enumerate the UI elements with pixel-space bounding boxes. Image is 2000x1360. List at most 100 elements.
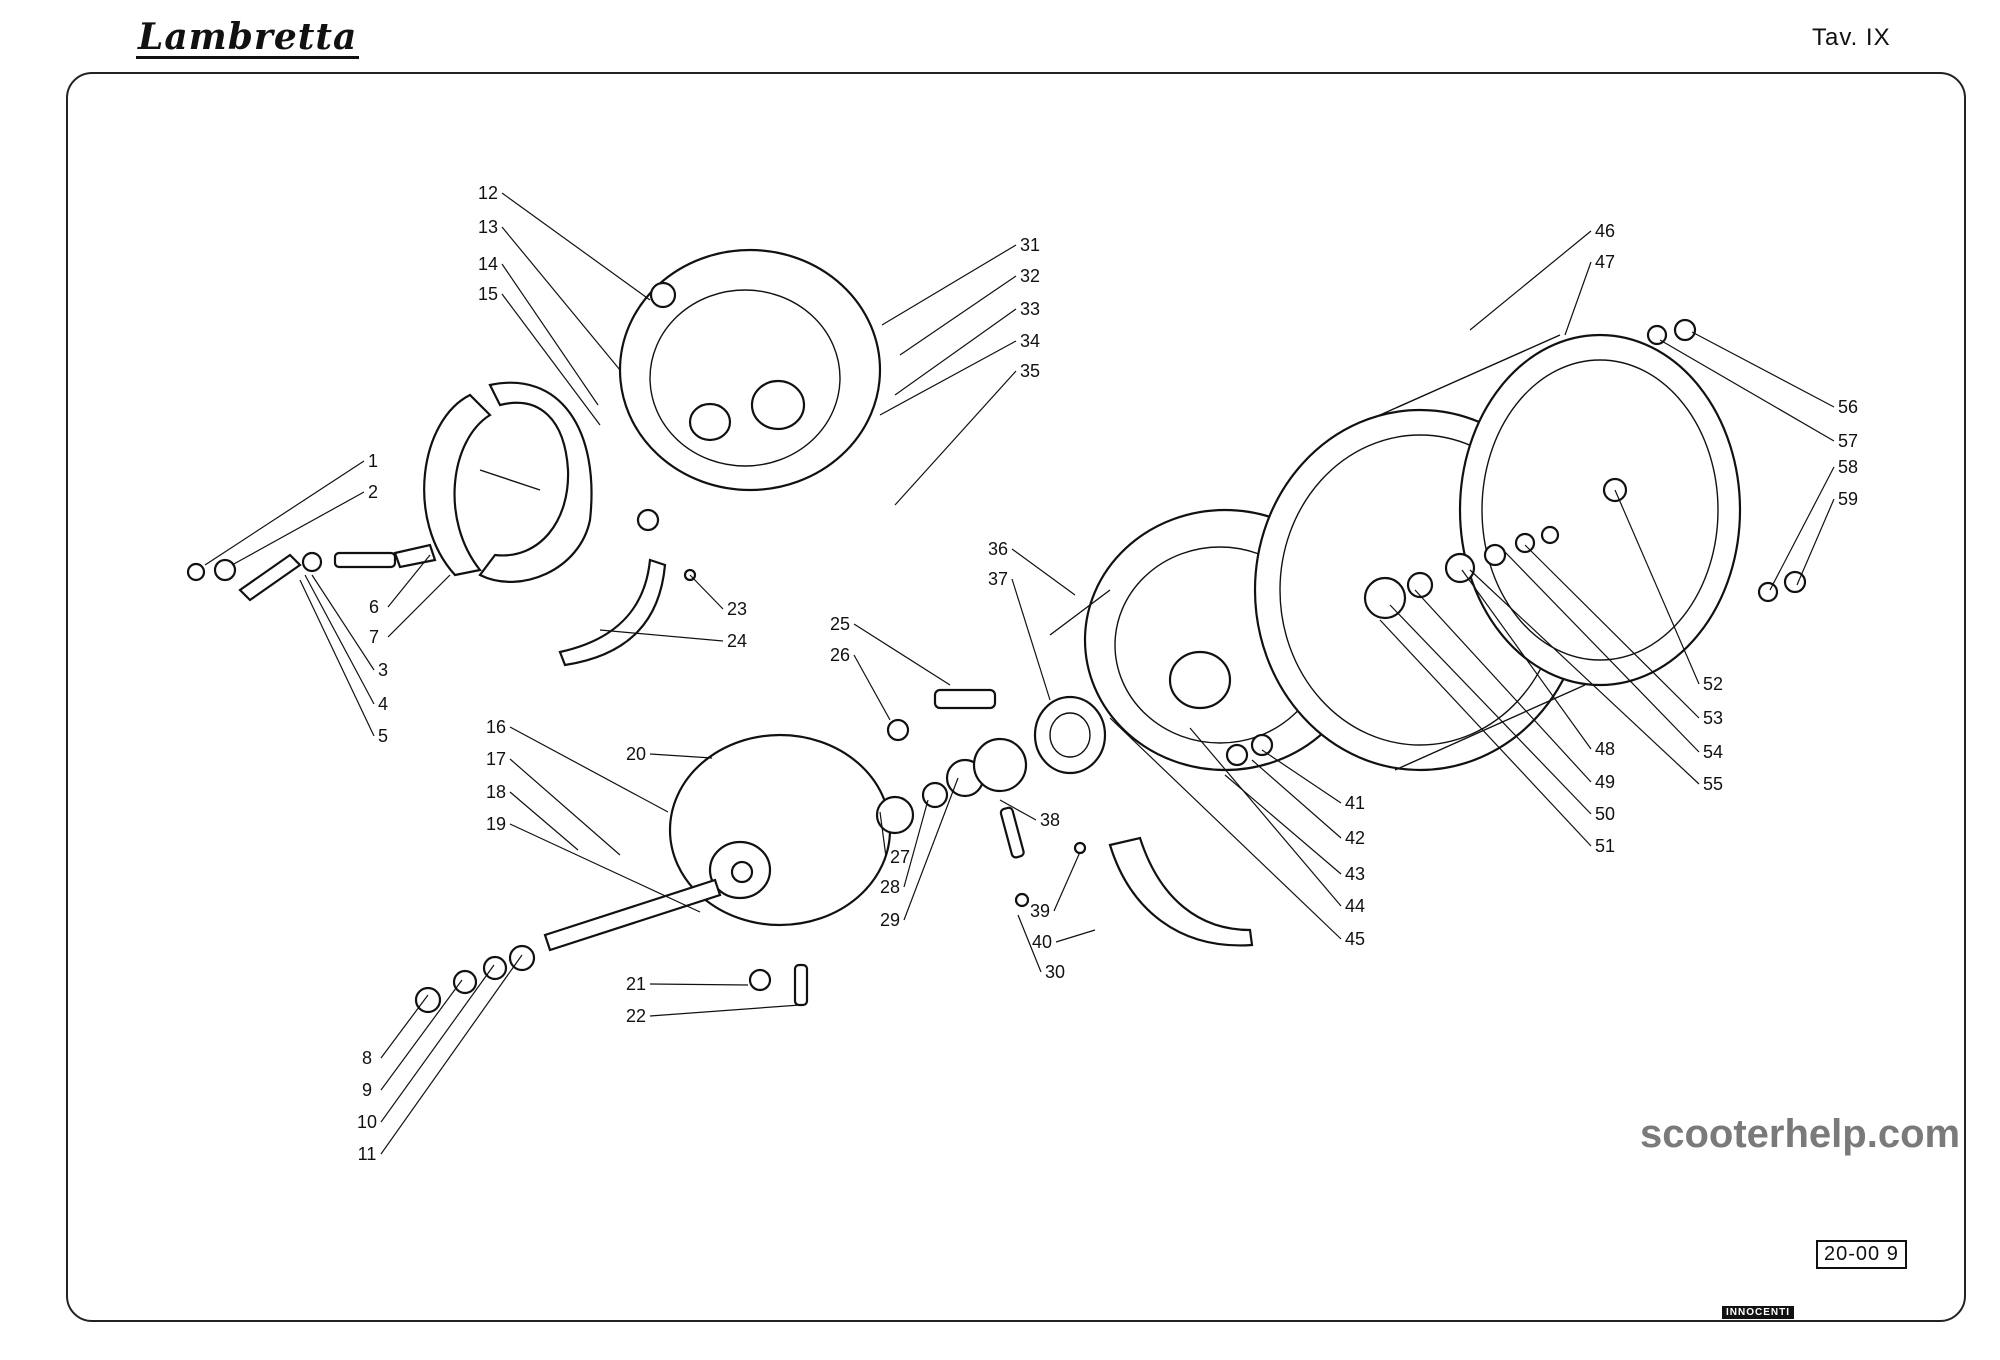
callout-number-8: 8 (362, 1048, 372, 1068)
leader-line-12 (501, 192, 651, 301)
callout-35: 35 (894, 361, 1040, 506)
leader-line-51 (1379, 619, 1592, 847)
leader-line-18 (509, 791, 579, 851)
leader-line-7 (387, 574, 451, 638)
callout-number-48: 48 (1595, 739, 1615, 759)
callout-5: 5 (299, 579, 388, 746)
leader-line-39 (1053, 851, 1081, 912)
callout-number-39: 39 (1030, 901, 1050, 921)
callout-55: 55 (1469, 569, 1723, 794)
callout-number-41: 41 (1345, 793, 1365, 813)
callout-number-11: 11 (358, 1144, 377, 1164)
callout-1: 1 (204, 451, 378, 566)
brake-shoes-left (423, 381, 593, 584)
leader-line-33 (894, 308, 1017, 396)
callout-3: 3 (311, 574, 388, 680)
callout-17: 17 (486, 749, 621, 856)
brand-logo: Lambretta (136, 16, 360, 59)
leader-line-10 (380, 964, 495, 1123)
manufacturer-tag: INNOCENTI (1722, 1306, 1794, 1319)
callout-42: 42 (1251, 759, 1365, 848)
leader-line-19 (509, 823, 701, 913)
callout-2: 2 (231, 482, 378, 566)
callout-number-38: 38 (1040, 810, 1060, 830)
leader-line-6 (387, 554, 431, 608)
callout-51: 51 (1379, 619, 1615, 856)
callout-number-26: 26 (830, 645, 850, 665)
callout-number-29: 29 (880, 910, 900, 930)
callout-number-45: 45 (1345, 929, 1365, 949)
callout-38: 38 (999, 799, 1060, 830)
callout-41: 41 (1261, 749, 1365, 813)
callout-7: 7 (369, 574, 451, 647)
callout-30: 30 (1017, 914, 1065, 982)
callout-27: 27 (879, 811, 910, 867)
callout-52: 52 (1614, 489, 1723, 694)
callout-number-2: 2 (368, 482, 378, 502)
leader-line-32 (899, 275, 1017, 356)
leader-line-27 (879, 811, 887, 858)
callout-number-35: 35 (1020, 361, 1040, 381)
callout-24: 24 (599, 629, 747, 651)
callout-39: 39 (1030, 851, 1081, 921)
callout-6: 6 (369, 554, 431, 617)
brake-bracket (558, 558, 667, 667)
callout-31: 31 (881, 235, 1040, 326)
leader-line-2 (231, 491, 365, 566)
callout-33: 33 (894, 299, 1040, 396)
callout-number-36: 36 (988, 539, 1008, 559)
wheel-bearings (1363, 477, 1628, 620)
leader-line-15 (501, 293, 601, 426)
callout-number-47: 47 (1595, 252, 1615, 272)
callout-number-37: 37 (988, 569, 1008, 589)
callout-50: 50 (1389, 604, 1615, 824)
callout-14: 14 (478, 254, 599, 406)
bearing-set (875, 688, 1028, 835)
callout-number-4: 4 (378, 694, 388, 714)
leader-line-22 (649, 1004, 801, 1017)
leader-line-28 (903, 799, 929, 888)
leader-line-4 (304, 574, 375, 705)
callout-number-21: 21 (626, 974, 646, 994)
callout-54: 54 (1504, 551, 1723, 762)
callout-28: 28 (880, 799, 929, 897)
callout-21: 21 (626, 974, 749, 994)
callout-number-15: 15 (478, 284, 498, 304)
callout-number-42: 42 (1345, 828, 1365, 848)
leader-line-1 (204, 460, 365, 566)
callout-number-40: 40 (1032, 932, 1052, 952)
leader-line-16 (509, 726, 669, 813)
callout-40: 40 (1032, 929, 1096, 952)
leader-line-56 (1691, 331, 1835, 408)
leader-line-14 (501, 263, 599, 406)
callout-number-46: 46 (1595, 221, 1615, 241)
callout-4: 4 (304, 574, 388, 714)
callout-29: 29 (880, 777, 959, 930)
callout-45: 45 (1109, 717, 1365, 949)
callout-number-18: 18 (486, 782, 506, 802)
callout-58: 58 (1769, 457, 1858, 591)
callout-number-32: 32 (1020, 266, 1040, 286)
callout-number-54: 54 (1703, 742, 1723, 762)
callout-number-44: 44 (1345, 896, 1365, 916)
callout-number-16: 16 (486, 717, 506, 737)
callout-number-59: 59 (1838, 489, 1858, 509)
callout-48: 48 (1461, 569, 1615, 759)
leader-line-35 (894, 370, 1017, 506)
callout-number-43: 43 (1345, 864, 1365, 884)
callout-number-57: 57 (1838, 431, 1858, 451)
callout-44: 44 (1189, 727, 1365, 916)
leader-line-59 (1796, 498, 1835, 586)
callout-number-51: 51 (1595, 836, 1615, 856)
leader-line-5 (299, 579, 375, 737)
leader-line-48 (1461, 569, 1592, 750)
callout-number-50: 50 (1595, 804, 1615, 824)
leader-line-31 (881, 244, 1017, 326)
leader-line-49 (1414, 589, 1592, 783)
leader-line-57 (1659, 339, 1835, 442)
callout-number-10: 10 (357, 1112, 377, 1132)
watermark-text: scooterhelp.com (1640, 1112, 1961, 1156)
callout-number-24: 24 (727, 631, 747, 651)
brake-drum (618, 248, 882, 532)
